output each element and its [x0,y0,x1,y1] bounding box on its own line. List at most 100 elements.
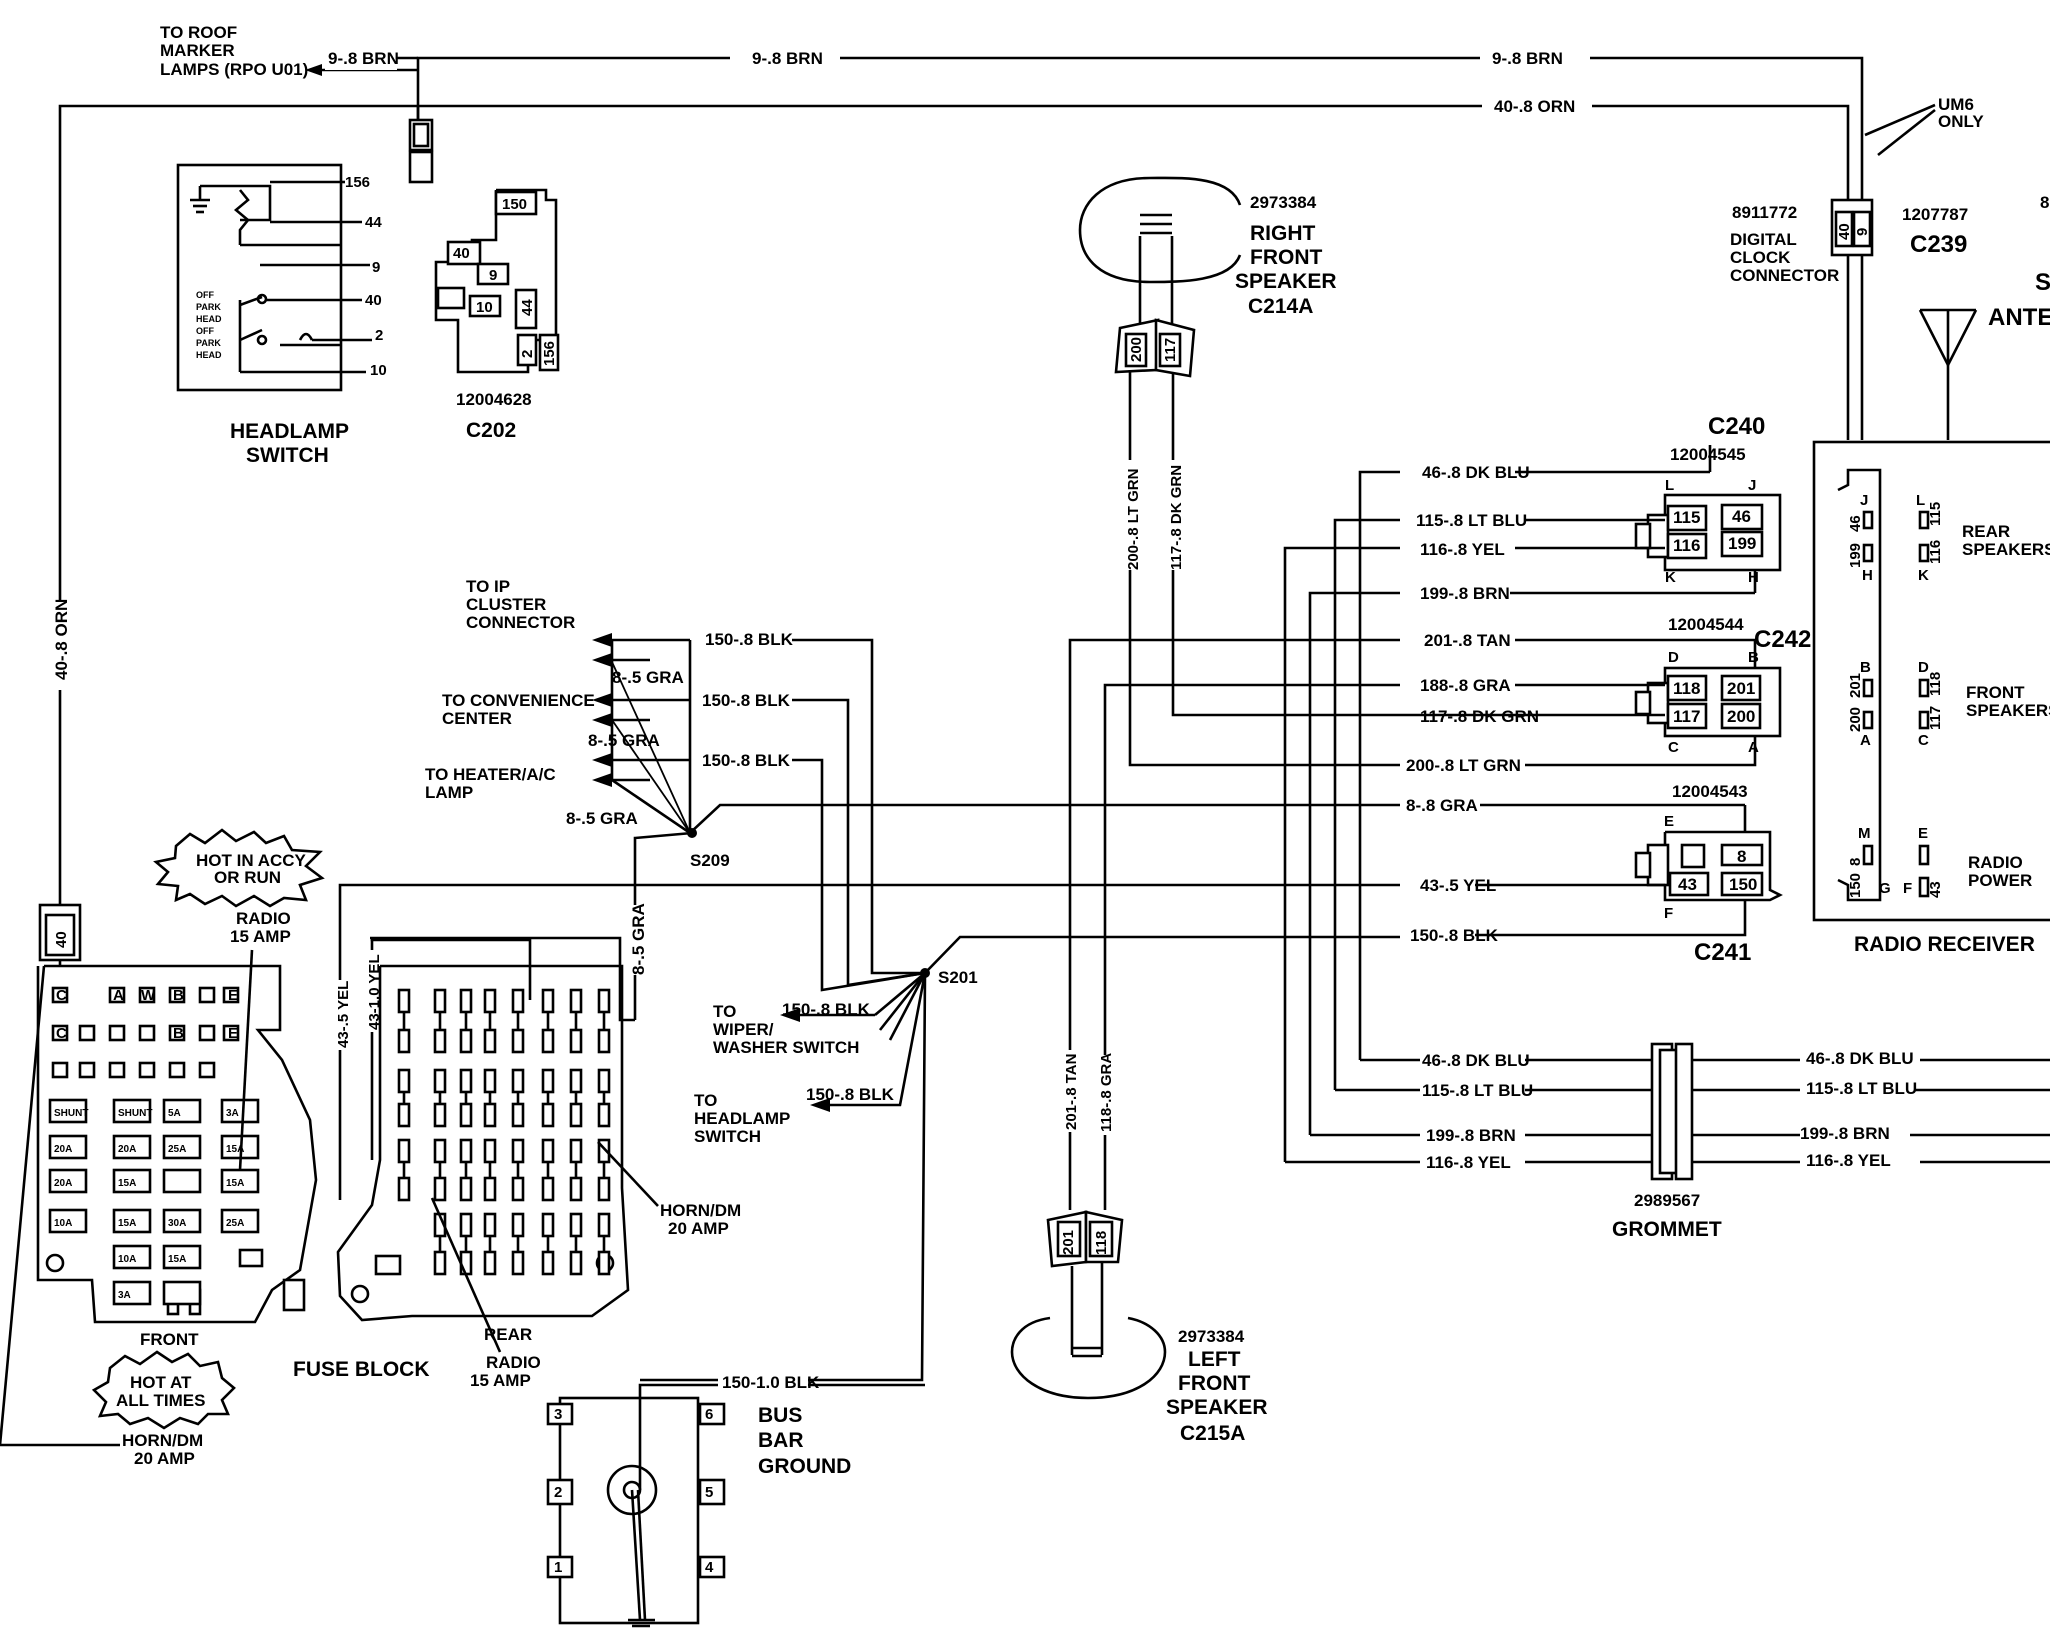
sw-pin-44: 44 [365,214,382,231]
fuse-rear-slot [569,1212,583,1238]
svg-text:HEADLAMP: HEADLAMP [694,1109,790,1128]
blk150-runs [790,638,926,992]
fuse-rear-slot [433,988,447,1014]
c240-connector [1634,493,1782,595]
svg-text:C: C [56,987,67,1004]
svg-text:PARK: PARK [196,338,221,348]
svg-text:L: L [1916,492,1925,509]
c242-connector [1634,638,1782,767]
fuse-rear-slot [397,988,411,1014]
svg-text:A: A [113,987,124,1004]
svg-text:150: 150 [1847,873,1864,898]
c242-part: 12004544 [1668,615,1744,634]
c240-part: 12004545 [1670,445,1746,464]
svg-text:20 AMP: 20 AMP [668,1219,729,1238]
svg-text:A: A [1748,739,1759,756]
orn-label-top: 40-.8 ORN [1494,97,1575,116]
svg-text:RADIO: RADIO [1968,853,2023,872]
svg-text:J: J [1748,477,1756,494]
svg-text:C215A: C215A [1180,1422,1245,1445]
svg-text:150-.8 BLK: 150-.8 BLK [782,1000,871,1019]
fuse-slot [112,1208,152,1234]
fuse-rear-slot [541,1068,555,1094]
fuse-rear-slot [483,988,497,1014]
s209-splice [592,633,1400,945]
fuse-rear-slot [511,988,525,1014]
bottom-harness [1285,1042,2050,1181]
svg-text:CLUSTER: CLUSTER [466,595,546,614]
fuse-rear-slot [569,1028,583,1054]
grommet-label: GROMMET [1612,1218,1722,1241]
svg-text:ANTE: ANTE [1988,304,2050,331]
svg-text:2: 2 [554,1484,562,1501]
svg-text:FRONT: FRONT [1178,1372,1250,1395]
svg-text:GROUND: GROUND [758,1455,851,1478]
fuse-rating: 5A [168,1108,181,1119]
svg-text:115: 115 [1673,508,1700,527]
svg-text:J: J [1860,492,1868,509]
svg-text:WIPER/: WIPER/ [713,1020,774,1039]
fuse-rear-slot [511,1212,525,1238]
svg-text:SPEAKER: SPEAKER [1166,1396,1268,1419]
fuse-front-letters [51,986,240,1079]
fuse-rear-slot [483,1212,497,1238]
fuse-slot [112,1134,152,1160]
fuse-rating: 3A [118,1290,131,1301]
svg-text:TO IP: TO IP [466,577,510,596]
svg-text:199-.8 BRN: 199-.8 BRN [1800,1124,1890,1143]
svg-text:D: D [1918,659,1929,676]
svg-text:S: S [2035,269,2050,296]
svg-text:200: 200 [1727,707,1755,726]
sw-pin-156: 156 [345,174,370,191]
fuse-rear-slot [459,1028,473,1054]
headlamp-switch-title1: HEADLAMP [230,420,349,443]
top-brn-wire [305,56,1864,145]
hot-all-times-burst [91,1350,236,1430]
svg-text:8-.5 GRA: 8-.5 GRA [588,731,660,750]
svg-text:2: 2 [519,350,536,358]
roof-marker-line1: TO ROOF [160,23,237,42]
s201-splice [640,935,1400,1382]
svg-text:8-.5 GRA: 8-.5 GRA [629,903,648,975]
svg-text:W: W [141,987,156,1004]
svg-text:H: H [1748,569,1759,586]
svg-text:43: 43 [1927,881,1944,898]
c242-label: C242 [1754,626,1811,653]
fuse-slot [162,1168,202,1194]
svg-text:9: 9 [489,267,497,284]
fuse-rear-slot [433,1250,447,1276]
fuse-slot [48,1208,88,1234]
svg-text:188-.8 GRA: 188-.8 GRA [1420,676,1511,695]
sw-pin-40: 40 [365,292,382,309]
fuse-connector-40 [38,903,82,966]
svg-text:FRONT: FRONT [1250,246,1322,269]
c241-part: 12004543 [1672,782,1748,801]
fuse-rear-slot [597,1212,611,1238]
svg-text:43-.5 YEL: 43-.5 YEL [335,981,352,1048]
svg-text:LAMP: LAMP [425,783,473,802]
svg-text:46-.8 DK BLU: 46-.8 DK BLU [1422,463,1530,482]
svg-text:150: 150 [1729,875,1757,894]
svg-text:D: D [1668,649,1679,666]
svg-text:200-.8 LT GRN: 200-.8 LT GRN [1406,756,1521,775]
fuse-rear-slot [483,1250,497,1276]
fuse-rear-slot [541,1028,555,1054]
svg-text:118-.8 GRA: 118-.8 GRA [1098,1053,1115,1132]
clock-part2: 1207787 [1902,205,1968,224]
rf-part: 2973384 [1250,193,1317,212]
svg-text:CONNECTOR: CONNECTOR [1730,266,1839,285]
svg-text:3: 3 [554,1406,562,1423]
c202-connector [434,188,560,374]
fuse-slot [48,1168,88,1194]
svg-text:SWITCH: SWITCH [694,1127,761,1146]
svg-text:115-.8 LT BLU: 115-.8 LT BLU [1806,1079,1917,1098]
svg-text:TO: TO [713,1002,736,1021]
svg-text:115: 115 [1927,502,1944,526]
fuse-rating: 15A [118,1218,136,1229]
fuse-rear-slot [569,1176,583,1202]
fuse-rear-slot [459,988,473,1014]
svg-text:F: F [1903,880,1912,897]
fuse-rear-slot [541,1212,555,1238]
fuse-slot [162,1244,202,1270]
svg-text:SPEAKERS: SPEAKERS [1966,701,2050,720]
